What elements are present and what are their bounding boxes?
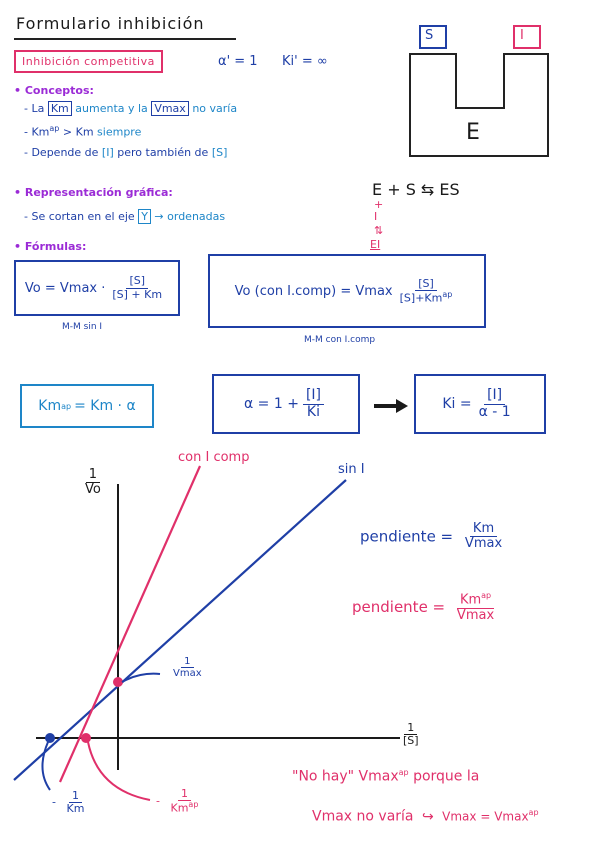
yint-arrow bbox=[121, 672, 161, 683]
x-axis-label: 1[S] bbox=[403, 721, 419, 748]
formulas-heading: • Fórmulas: bbox=[14, 240, 87, 253]
ki-prime: Ki' = ∞ bbox=[282, 54, 328, 69]
xint-blue-arrow bbox=[41, 741, 51, 791]
representacion-heading: • Representación gráfica: bbox=[14, 186, 173, 199]
ki-box: Ki = [I]α - 1 bbox=[414, 374, 546, 434]
line-sin-label: sin I bbox=[338, 462, 365, 477]
alpha-prime: α' = 1 bbox=[218, 54, 258, 69]
mm-con-box: Vo (con I.comp) = Vmax [S][S]+Kmap bbox=[208, 254, 486, 328]
alpha-box: α = 1 + [I]Ki bbox=[212, 374, 360, 434]
enzyme-s-label: S bbox=[425, 28, 434, 43]
x-intercept-blue-point bbox=[45, 733, 55, 743]
representacion-line: - Se cortan en el eje Y → ordenadas bbox=[24, 209, 226, 224]
line-con-i bbox=[58, 465, 202, 783]
y-intercept-point bbox=[113, 677, 123, 687]
enzyme-e-label: E bbox=[466, 120, 480, 145]
concepto-2: - Kmap > Km siempre bbox=[24, 124, 142, 139]
line-con-label: con I comp bbox=[178, 450, 250, 465]
reaction-arrows: ⇅ bbox=[374, 224, 384, 237]
note-line-2: Vmax no varía ↪ Vmax = Vmaxap bbox=[312, 808, 539, 825]
xint-pink-arrow bbox=[87, 741, 151, 801]
concepto-1: - La Km aumenta y la Vmax no varía bbox=[24, 101, 238, 116]
line-sin-i bbox=[13, 479, 347, 781]
page-title: Formulario inhibición bbox=[16, 14, 205, 33]
reaction-equation: E + S ⇆ ES bbox=[372, 180, 460, 199]
concepto-3: - Depende de [I] pero también de [S] bbox=[24, 146, 228, 159]
mm-sin-caption: M-M sin I bbox=[62, 322, 103, 332]
x-intercept-pink-point bbox=[81, 733, 91, 743]
reaction-inhibitor: I bbox=[374, 210, 378, 223]
reaction-ei: EI bbox=[370, 238, 381, 251]
title-underline bbox=[14, 38, 236, 40]
conceptos-heading: • Conceptos: bbox=[14, 84, 94, 97]
subtitle-badge: Inhibición competitiva bbox=[14, 50, 163, 73]
reaction-plus: + bbox=[374, 198, 384, 211]
enzyme-i-label: I bbox=[520, 28, 524, 43]
lineweaver-burk-graph bbox=[13, 465, 400, 801]
note-line-1: "No hay" Vmaxap porque la bbox=[292, 768, 480, 785]
arrow-right-icon bbox=[374, 399, 408, 413]
mm-sin-box: Vo = Vmax · [S][S] + Km bbox=[14, 260, 180, 316]
enzyme-diagram bbox=[409, 25, 549, 157]
mm-con-caption: M-M con I.comp bbox=[304, 335, 376, 345]
